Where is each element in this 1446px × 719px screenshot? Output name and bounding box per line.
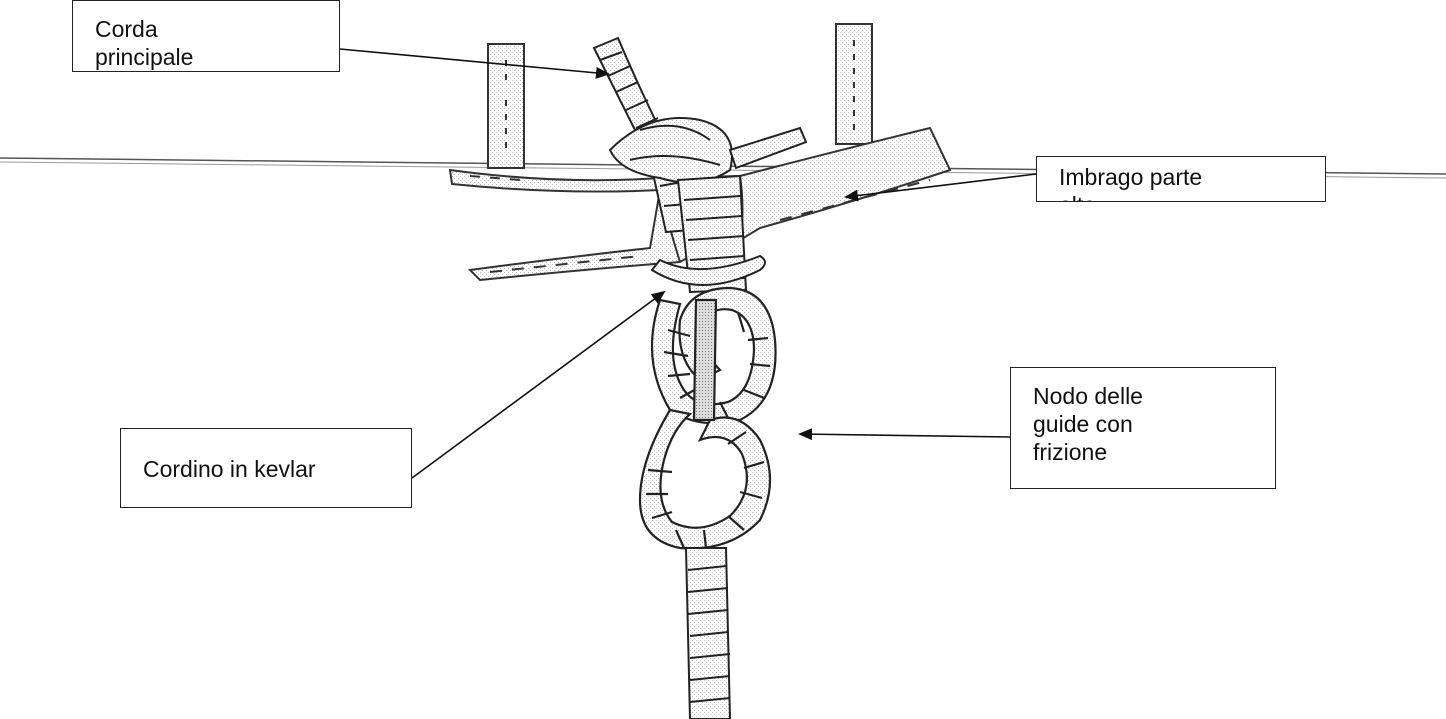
rope-tail xyxy=(686,548,730,719)
arrow-cordino xyxy=(412,292,664,478)
label-main-rope: Corda principale xyxy=(72,0,340,72)
arrow-nodo xyxy=(800,434,1010,437)
label-kevlar-cord: Cordino in kevlar xyxy=(120,428,412,508)
label-harness-top: Imbrago parte alta xyxy=(1036,156,1326,202)
label-guide-knot: Nodo delle guide con frizione xyxy=(1010,367,1276,489)
figure-eight-knot xyxy=(640,288,776,548)
arrow-corda xyxy=(340,49,608,74)
